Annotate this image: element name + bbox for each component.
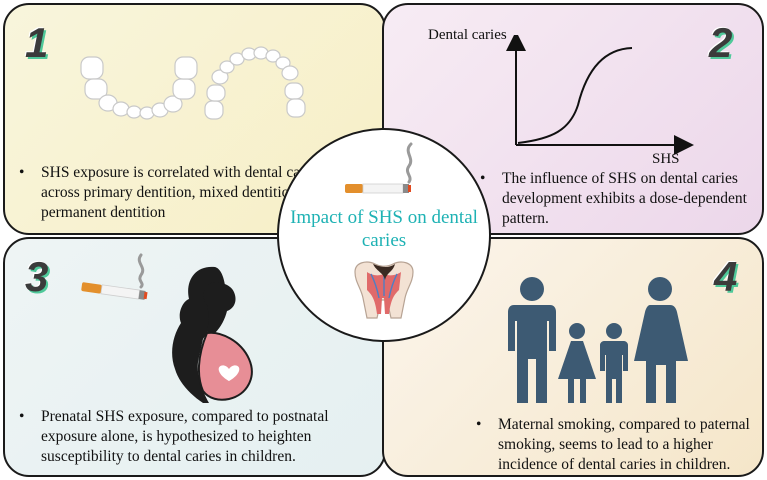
graph-x-label: SHS — [652, 151, 680, 167]
panel-1-text: SHS exposure is correlated with dental c… — [41, 164, 328, 221]
panel-2-text: The influence of SHS on dental caries de… — [502, 170, 747, 227]
panel-1: 1 • S — [3, 3, 386, 235]
panel-number: 3 — [25, 253, 49, 300]
cigarette-icon — [345, 142, 413, 194]
panel-number: 1 — [25, 19, 49, 66]
panel-4: 4 • Maternal smoking, compared to patern… — [382, 237, 764, 477]
panel-4-bullet: • Maternal smoking, compared to paternal… — [476, 415, 758, 475]
panel-3-bullet: • Prenatal SHS exposure, compared to pos… — [19, 407, 364, 467]
bullet-dot: • — [19, 164, 25, 181]
panel-3-text: Prenatal SHS exposure, compared to postn… — [41, 408, 329, 465]
bullet-dot: • — [19, 408, 25, 425]
dose-response-graph — [506, 35, 694, 155]
panel-1-bullet: • SHS exposure is correlated with dental… — [19, 163, 359, 223]
bullet-dot: • — [476, 416, 482, 433]
panel-3: 3 • Prenatal SHS exposure, compared to p… — [3, 237, 386, 477]
center-circle: Impact of SHS on dental caries — [277, 128, 491, 342]
decayed-tooth-icon — [354, 261, 414, 319]
teeth-arch-icon — [80, 46, 306, 120]
center-title: Impact of SHS on dental caries — [290, 207, 478, 251]
pregnant-woman-icon — [172, 266, 253, 403]
panel-number: 4 — [714, 253, 738, 300]
panel-4-text: Maternal smoking, compared to paternal s… — [498, 416, 750, 473]
panel-2-bullet: • The influence of SHS on dental caries … — [480, 169, 760, 229]
bullet-dot: • — [480, 170, 486, 187]
dose-response-curve — [517, 47, 633, 144]
panel-number: 2 — [709, 19, 733, 66]
graph-y-label: Dental caries — [428, 27, 507, 43]
cigarette-icon — [81, 253, 148, 300]
family-icon — [508, 277, 688, 403]
